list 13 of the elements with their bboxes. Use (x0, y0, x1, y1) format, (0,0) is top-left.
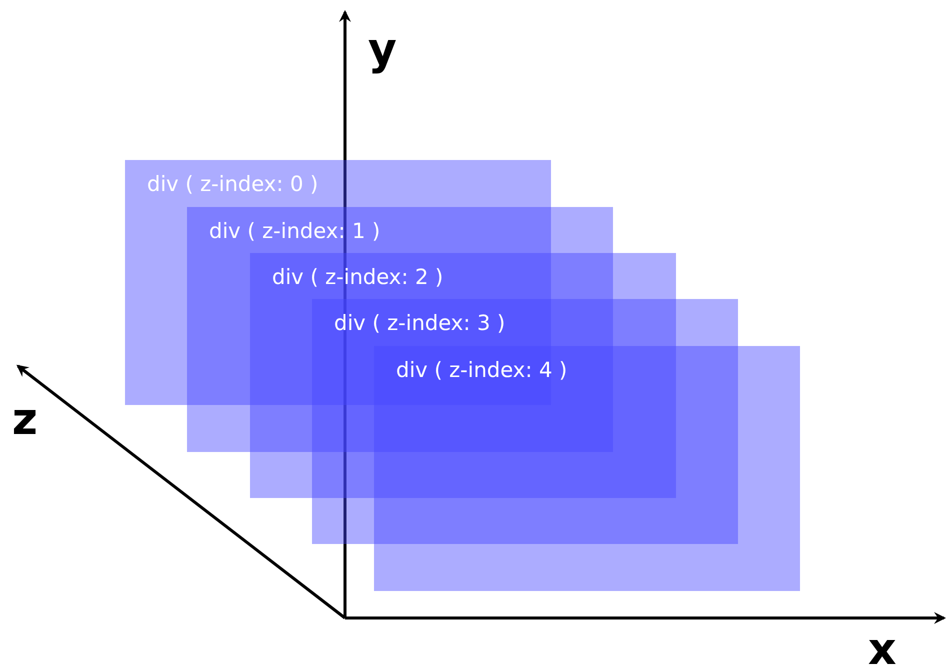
layer-label: div ( z-index: 0 ) (147, 172, 318, 196)
layer-panel (374, 346, 800, 591)
layer-panel (312, 299, 738, 544)
layer-label: div ( z-index: 4 ) (396, 358, 568, 382)
layer-panel (250, 253, 676, 498)
layer-panel (125, 160, 551, 405)
layer-label: div ( z-index: 1 ) (209, 219, 380, 243)
layer-label: div ( z-index: 2 ) (272, 265, 444, 289)
layer-label: div ( z-index: 3 ) (334, 311, 506, 335)
layer-panel (187, 207, 613, 452)
axis-label: y (368, 28, 397, 72)
axis-label: x (868, 628, 896, 671)
axis-label: z (12, 398, 38, 442)
